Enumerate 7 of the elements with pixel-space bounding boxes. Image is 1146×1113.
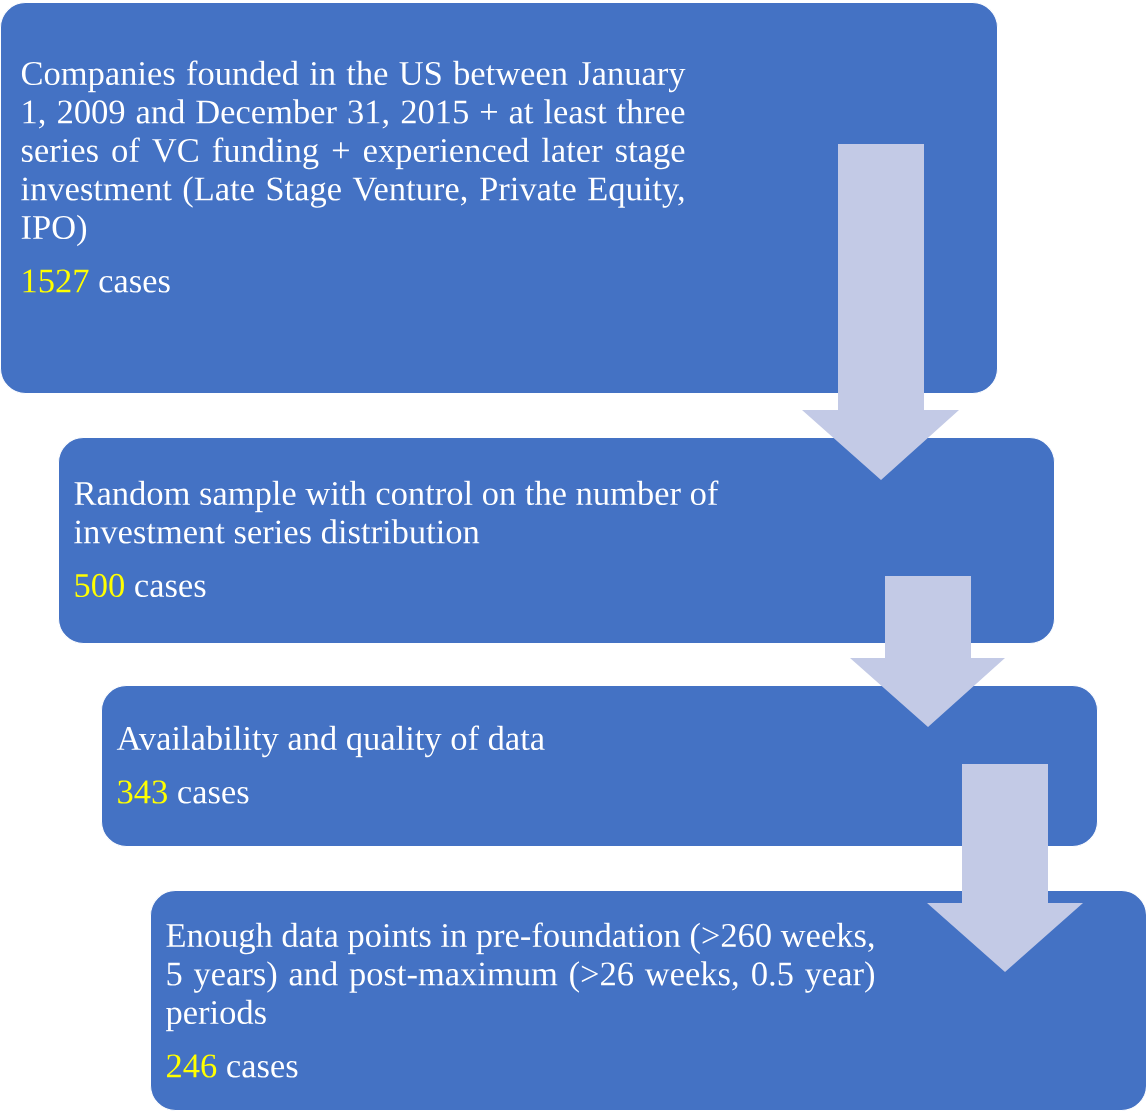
process-box: Enough data points in pre-foundation (>260 weeks, 5 years) and post-maximum (>26 weeks, 0.5 year) periods 246 cases <box>150 890 1146 1111</box>
process-box: Random sample with control on the number of investment series distribution 500 cases <box>58 437 1055 644</box>
block-arrow <box>802 144 959 480</box>
process-box: Companies founded in the US between January 1, 2009 and December 31, 2015 + at least three series of VC funding + experienced later stage investment (Late Stage Venture, Private Equity, IPO) 1527 cases <box>0 2 998 394</box>
block-arrow <box>927 764 1083 972</box>
block-arrow <box>850 576 1005 727</box>
process-box: Availability and quality of data 343 cases <box>101 685 1098 847</box>
